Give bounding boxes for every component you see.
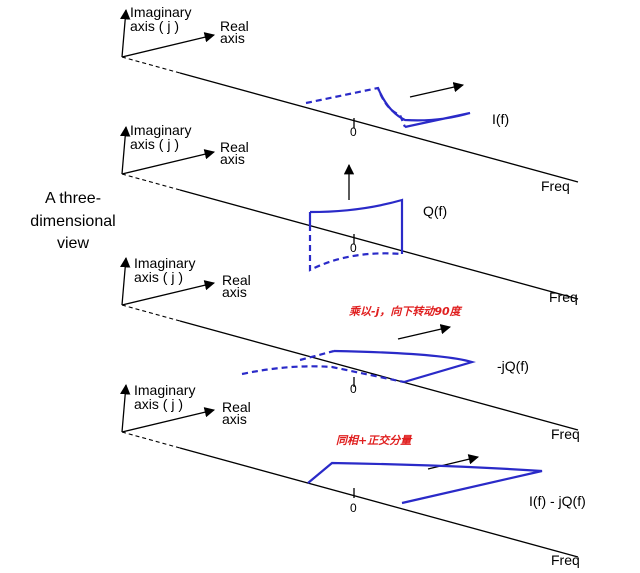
frequency-axis-dashed (121, 304, 181, 322)
real-axis-arrow (121, 149, 216, 175)
real-axis-label-line-1: Real (222, 399, 251, 415)
real-axis-arrow (121, 280, 216, 306)
signal-curve-dashed (308, 225, 403, 272)
rotation-arrow (427, 454, 480, 470)
imaginary-axis-label-line-2: axis ( j ) (130, 18, 179, 34)
imaginary-axis-label-line-1: Imaginary (134, 255, 195, 271)
imaginary-axis-arrow (120, 125, 131, 175)
panel-in-phase: Imaginary axis ( j ) Real axis Freq 0 I(… (120, 4, 579, 194)
imaginary-axis-arrow (120, 383, 131, 433)
zero-label: 0 (350, 382, 357, 396)
frequency-axis (179, 72, 579, 183)
side-label-line-2: dimensional (30, 213, 115, 230)
freq-label: Freq (551, 552, 580, 568)
side-label: A three- dimensional view (30, 190, 115, 252)
frequency-axis (179, 189, 579, 300)
real-axis-label-line-1: Real (220, 139, 249, 155)
frequency-axis (179, 320, 579, 431)
side-label-line-1: A three- (45, 190, 101, 207)
real-axis-arrow (121, 407, 216, 433)
real-axis-label-line-2: axis (222, 284, 247, 300)
frequency-axis-dashed (121, 56, 181, 74)
signal-curve (376, 87, 471, 129)
imaginary-axis-label-line-1: Imaginary (130, 122, 191, 138)
signal-curve-dashed-left (241, 365, 405, 384)
real-axis-label-line-2: axis (222, 411, 247, 427)
imaginary-axis-label-line-2: axis ( j ) (134, 269, 183, 285)
signal-curve (333, 349, 476, 384)
imaginary-axis-label-line-2: axis ( j ) (130, 136, 179, 152)
real-axis-label-line-1: Real (222, 272, 251, 288)
frequency-axis-dashed (121, 431, 181, 449)
real-axis-arrow (121, 32, 216, 58)
rotation-arrow (397, 324, 452, 340)
panel-rotated-quadrature: Imaginary axis ( j ) Real axis Freq 0 -j… (120, 255, 580, 442)
real-axis-label-line-2: axis (220, 30, 245, 46)
zero-label: 0 (350, 125, 357, 139)
real-axis-label-line-1: Real (220, 18, 249, 34)
freq-label: Freq (551, 426, 580, 442)
frequency-axis (179, 447, 579, 558)
signal-label: I(f) (492, 111, 509, 127)
imaginary-axis-label-line-1: Imaginary (134, 382, 195, 398)
imaginary-axis-label-line-1: Imaginary (130, 4, 191, 20)
imaginary-axis-arrow (120, 8, 131, 58)
imaginary-axis-label-line-2: axis ( j ) (134, 396, 183, 412)
freq-label: Freq (541, 178, 570, 194)
side-label-line-3: view (57, 235, 89, 252)
signal-curve-dashed-upper (299, 349, 335, 362)
panel-quadrature: Imaginary axis ( j ) Real axis Freq 0 Q(… (120, 122, 579, 305)
signal-curve (307, 461, 543, 505)
signal-label: Q(f) (423, 203, 447, 219)
panel-combined: Imaginary axis ( j ) Real axis Freq 0 I(… (120, 382, 586, 568)
combination-note: 同相+正交分量 (336, 434, 413, 447)
rotation-arrow (409, 81, 465, 98)
frequency-axis-dashed (121, 173, 181, 191)
signal-label: I(f) - jQ(f) (529, 493, 586, 509)
signal-label: -jQ(f) (497, 358, 529, 374)
zero-label: 0 (350, 501, 357, 515)
imaginary-axis-arrow (120, 256, 131, 306)
rotation-note: 乘以-j，向下转动90度 (349, 305, 463, 318)
signal-curve-upper (309, 198, 404, 254)
freq-label: Freq (549, 289, 578, 305)
real-axis-label-line-2: axis (220, 151, 245, 167)
zero-label: 0 (350, 241, 357, 255)
